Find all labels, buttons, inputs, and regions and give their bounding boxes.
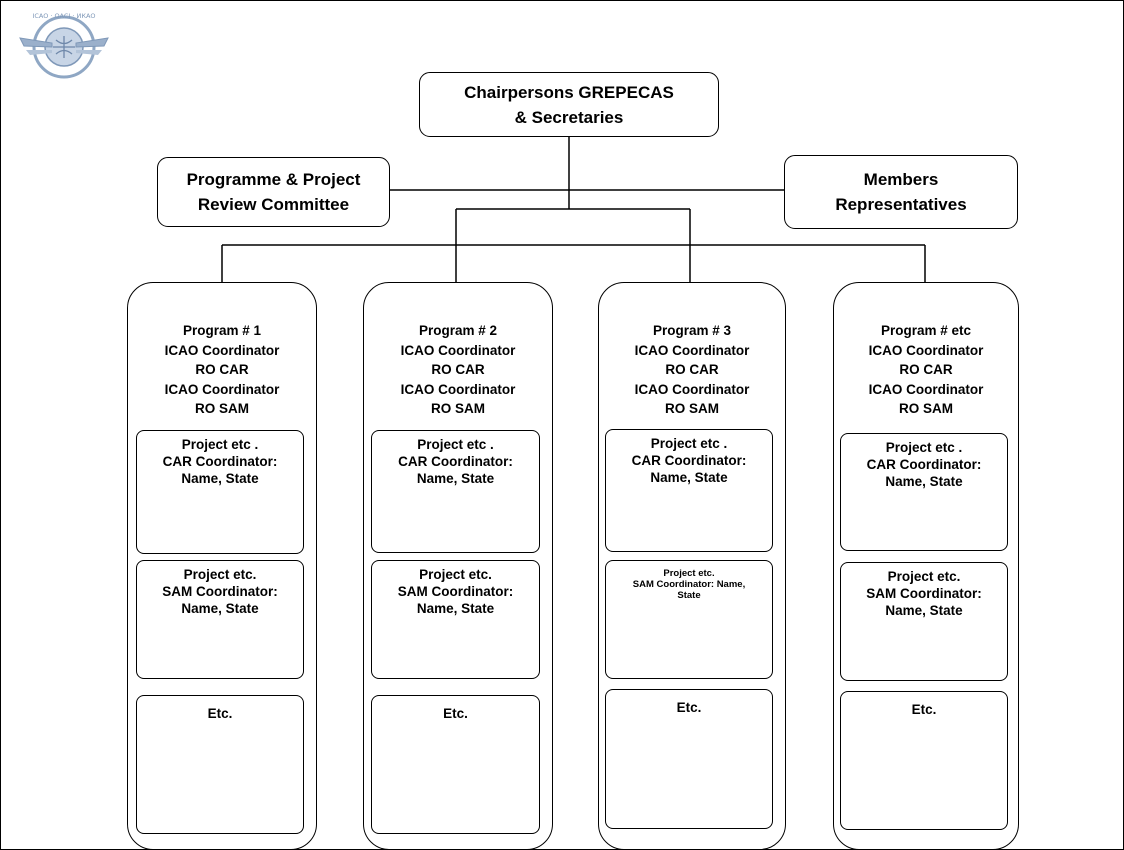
program-title: Program # 2 bbox=[418, 323, 498, 338]
members-label: Members Representatives bbox=[835, 170, 967, 214]
program-title: Program # 1 bbox=[182, 323, 262, 338]
coordinator-label: ICAO Coordinator bbox=[164, 342, 280, 358]
program-column-4: Program # etc ICAO Coordinator RO CAR IC… bbox=[833, 282, 1019, 850]
project-text: Etc. bbox=[911, 702, 937, 717]
svg-text:ICAO · OACI · ИКАО: ICAO · OACI · ИКАО bbox=[32, 12, 95, 20]
project-text: Project etc. SAM Coordinator: Name, Stat… bbox=[632, 568, 746, 601]
coordinator-label: ICAO Coordinator bbox=[868, 381, 984, 397]
project-box-sam: Project etc. SAM Coordinator: Name, Stat… bbox=[605, 560, 773, 679]
project-box-sam: Project etc. SAM Coordinator: Name, Stat… bbox=[371, 560, 540, 679]
program-header: Program # 2 ICAO Coordinator RO CAR ICAO… bbox=[364, 321, 552, 419]
coordinator-label: ICAO Coordinator bbox=[634, 381, 750, 397]
coordinator-label: ICAO Coordinator bbox=[634, 342, 750, 358]
program-column-3: Program # 3 ICAO Coordinator RO CAR ICAO… bbox=[598, 282, 786, 850]
office-label: RO CAR bbox=[665, 362, 719, 377]
office-label: RO CAR bbox=[899, 362, 953, 377]
coordinator-label: ICAO Coordinator bbox=[164, 381, 280, 397]
review-committee-box: Programme & Project Review Committee bbox=[157, 157, 390, 227]
program-column-1: Program # 1 ICAO Coordinator RO CAR ICAO… bbox=[127, 282, 317, 850]
program-header: Program # etc ICAO Coordinator RO CAR IC… bbox=[834, 321, 1018, 419]
coordinator-label: ICAO Coordinator bbox=[868, 342, 984, 358]
project-text: Project etc. SAM Coordinator: Name, Stat… bbox=[866, 569, 982, 618]
office-label: RO SAM bbox=[431, 401, 485, 416]
project-text: Etc. bbox=[443, 706, 468, 721]
project-box-etc: Etc. bbox=[605, 689, 773, 829]
project-box-etc: Etc. bbox=[840, 691, 1008, 830]
project-box-sam: Project etc. SAM Coordinator: Name, Stat… bbox=[136, 560, 304, 679]
office-label: RO SAM bbox=[665, 401, 719, 416]
office-label: RO SAM bbox=[899, 401, 953, 416]
project-box-car: Project etc . CAR Coordinator: Name, Sta… bbox=[371, 430, 540, 553]
project-text: Project etc . CAR Coordinator: Name, Sta… bbox=[162, 437, 278, 486]
members-box: Members Representatives bbox=[784, 155, 1018, 229]
project-box-sam: Project etc. SAM Coordinator: Name, Stat… bbox=[840, 562, 1008, 681]
project-text: Project etc . CAR Coordinator: Name, Sta… bbox=[631, 436, 747, 485]
project-box-etc: Etc. bbox=[136, 695, 304, 834]
project-text: Project etc . CAR Coordinator: Name, Sta… bbox=[866, 440, 982, 489]
project-box-etc: Etc. bbox=[371, 695, 540, 834]
program-column-2: Program # 2 ICAO Coordinator RO CAR ICAO… bbox=[363, 282, 553, 850]
office-label: RO SAM bbox=[195, 401, 249, 416]
project-box-car: Project etc . CAR Coordinator: Name, Sta… bbox=[136, 430, 304, 554]
project-box-car: Project etc . CAR Coordinator: Name, Sta… bbox=[605, 429, 773, 552]
project-text: Project etc . CAR Coordinator: Name, Sta… bbox=[398, 437, 513, 486]
program-title: Program # 3 bbox=[652, 323, 732, 338]
program-title: Program # etc bbox=[880, 323, 972, 338]
project-text: Project etc. SAM Coordinator: Name, Stat… bbox=[397, 567, 514, 616]
coordinator-label: ICAO Coordinator bbox=[400, 381, 516, 397]
icao-logo: ICAO · OACI · ИКАО bbox=[19, 12, 109, 79]
office-label: RO CAR bbox=[431, 362, 485, 377]
program-header: Program # 3 ICAO Coordinator RO CAR ICAO… bbox=[599, 321, 785, 419]
project-text: Project etc. SAM Coordinator: Name, Stat… bbox=[162, 567, 278, 616]
coordinator-label: ICAO Coordinator bbox=[400, 342, 516, 358]
office-label: RO CAR bbox=[195, 362, 249, 377]
project-box-car: Project etc . CAR Coordinator: Name, Sta… bbox=[840, 433, 1008, 551]
project-text: Etc. bbox=[207, 706, 233, 721]
chairpersons-label: Chairpersons GREPECAS & Secretaries bbox=[464, 82, 674, 127]
program-header: Program # 1 ICAO Coordinator RO CAR ICAO… bbox=[128, 321, 316, 419]
project-text: Etc. bbox=[676, 700, 702, 715]
chairpersons-box: Chairpersons GREPECAS & Secretaries bbox=[419, 72, 719, 137]
review-committee-label: Programme & Project Review Committee bbox=[186, 170, 361, 214]
